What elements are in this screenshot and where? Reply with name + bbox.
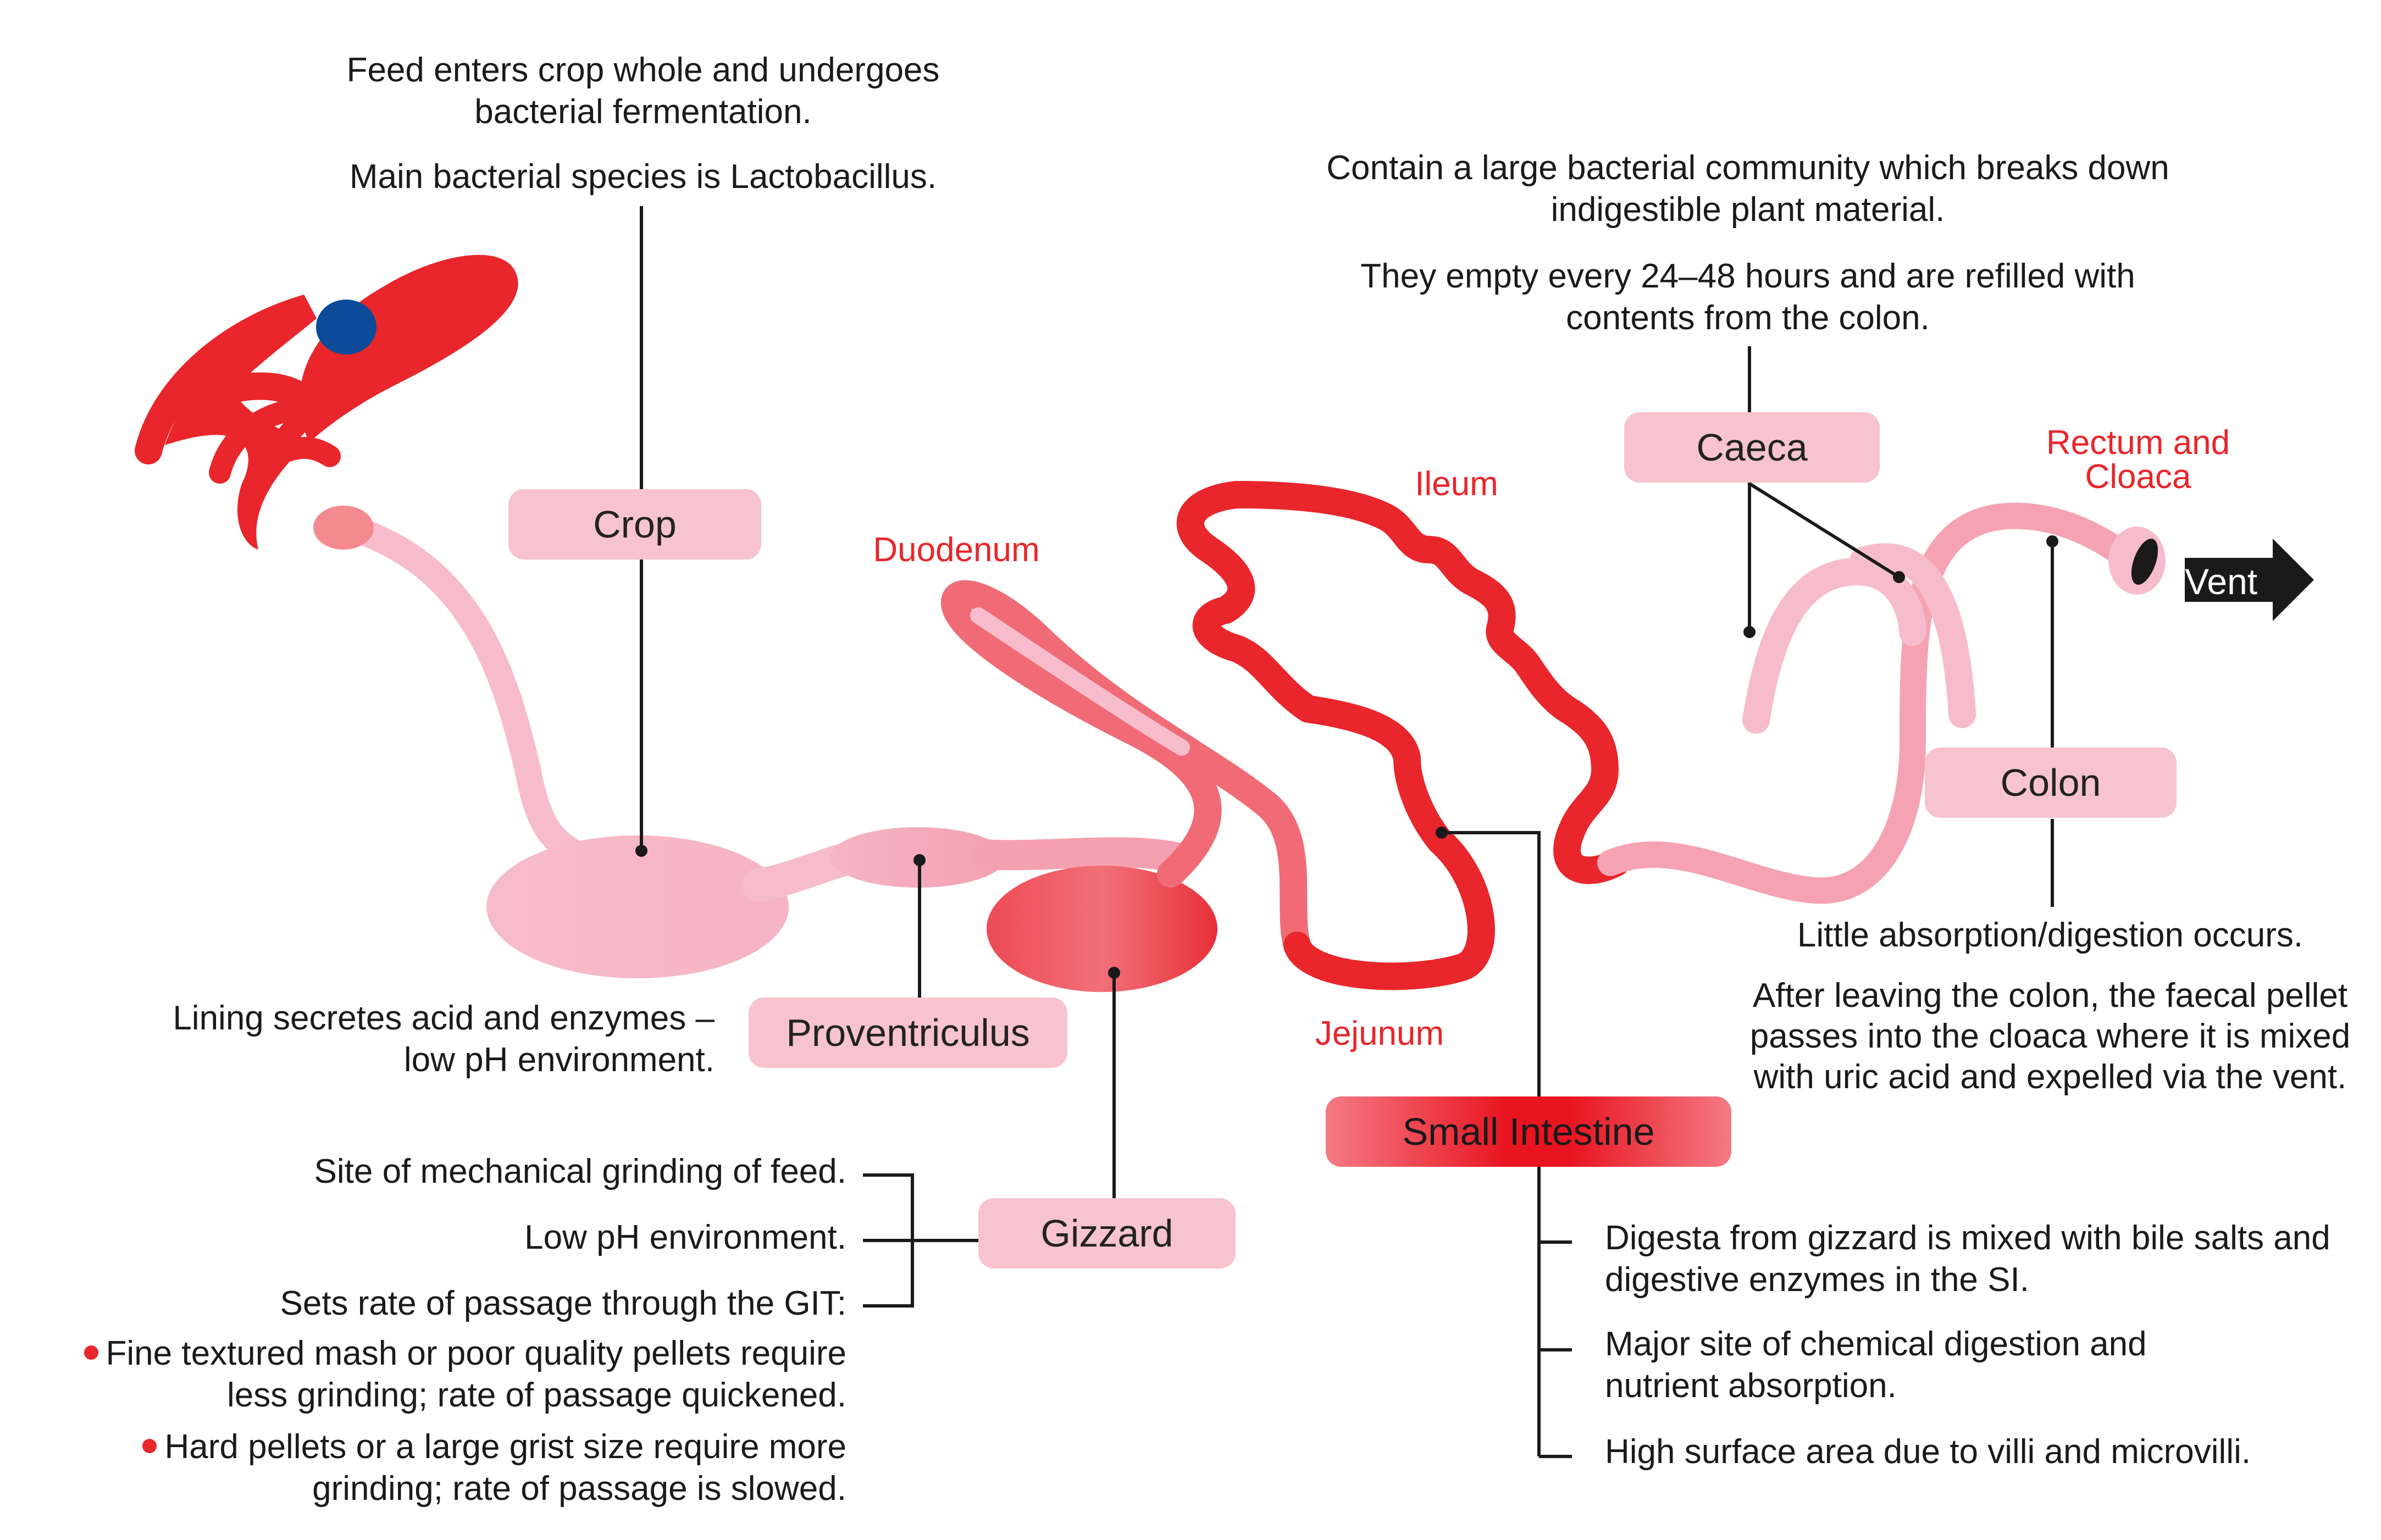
crop-description-1: Feed enters crop whole and undergoes bac… bbox=[346, 51, 940, 131]
caeca-left bbox=[1742, 557, 1926, 734]
gizzard-bullet-1: Fine textured mash or poor quality pelle… bbox=[44, 1333, 846, 1416]
gizzard-label: Gizzard bbox=[978, 1198, 1236, 1268]
rectum-cloaca-label: Rectum and Cloaca bbox=[2046, 424, 2230, 496]
caeca-right bbox=[1850, 543, 1976, 728]
caeca-description-1: Contain a large bacterial community whic… bbox=[1326, 149, 2169, 229]
crop-label: Crop bbox=[508, 489, 761, 560]
crop-description-2: Main bacterial species is Lactobacillus. bbox=[349, 158, 937, 196]
small-intestine-label: Small Intestine bbox=[1326, 1096, 1731, 1167]
duodenum-label: Duodenum bbox=[873, 531, 1040, 569]
small-intestine-description-1: Digesta from gizzard is mixed with bile … bbox=[1605, 1219, 2330, 1299]
gizzard-organ bbox=[987, 866, 1217, 992]
small-intestine-description-3: High surface area due to villi and micro… bbox=[1605, 1433, 2251, 1471]
colon-description-2: After leaving the colon, the faecal pell… bbox=[1749, 977, 2351, 1096]
small-intestine-description-2: Major site of chemical digestion and nut… bbox=[1605, 1325, 2147, 1405]
colon-description-1: Little absorption/digestion occurs. bbox=[1797, 916, 2304, 954]
duodenum-loop bbox=[941, 580, 1311, 959]
gizzard-description-3: Sets rate of passage through the GIT: bbox=[280, 1284, 846, 1322]
caeca-label: Caeca bbox=[1624, 412, 1880, 483]
esophagus bbox=[328, 512, 596, 871]
gizzard-description-2: Low pH environment. bbox=[524, 1218, 846, 1256]
bullet-dot-icon bbox=[142, 1438, 157, 1453]
bullet-dot-icon bbox=[84, 1345, 98, 1360]
ileum-colon bbox=[1597, 502, 2129, 904]
colon-label: Colon bbox=[1925, 747, 2177, 818]
proventriculus-description: Lining secretes acid and enzymes – low p… bbox=[173, 999, 715, 1079]
ileum-label: Ileum bbox=[1415, 465, 1498, 503]
proventriculus-gizzard-tube bbox=[974, 837, 1192, 873]
leader-lines bbox=[640, 206, 2054, 1458]
caeca-description-2: They empty every 24–48 hours and are ref… bbox=[1360, 257, 2135, 337]
gizzard-bullet-2: Hard pellets or a large grist size requi… bbox=[44, 1426, 846, 1510]
gizzard-description-1: Site of mechanical grinding of feed. bbox=[314, 1153, 846, 1190]
leader-dots bbox=[635, 535, 2058, 979]
proventriculus-label: Proventriculus bbox=[749, 998, 1067, 1068]
vent-label: Vent bbox=[2185, 561, 2258, 602]
cloaca-opening bbox=[2131, 539, 2158, 585]
crop-organ bbox=[486, 835, 789, 978]
jejunum-label: Jejunum bbox=[1315, 1015, 1444, 1052]
vent-arrow bbox=[2185, 539, 2314, 621]
bird-head-icon bbox=[135, 254, 518, 550]
jejunum-ileum bbox=[1176, 481, 1630, 990]
